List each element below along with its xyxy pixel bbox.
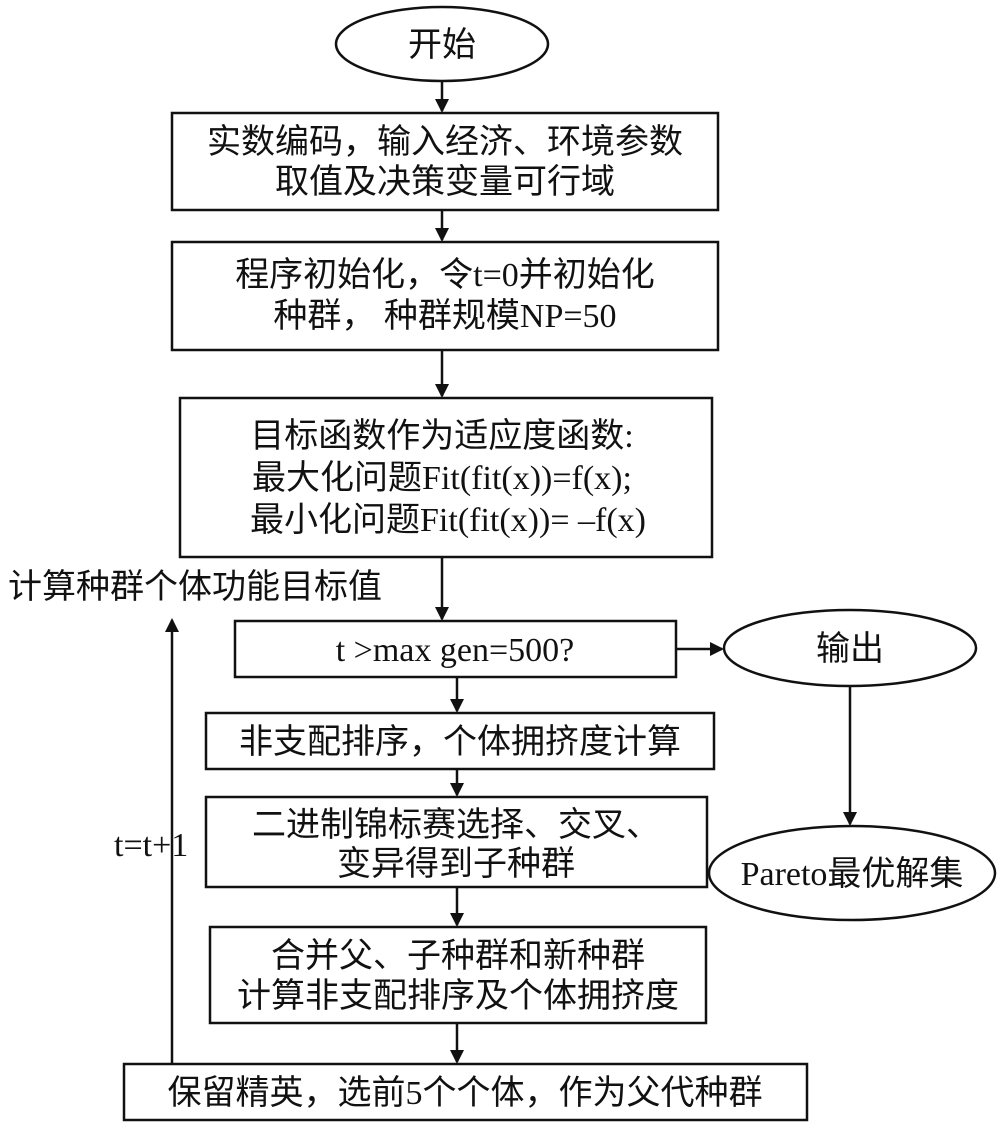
sort-label: 非支配排序，个体拥挤度计算	[239, 723, 681, 761]
init-label-line1: 程序初始化，令t=0并初始化	[235, 256, 655, 294]
objective-label-line3: 最小化问题Fit(fit(x))= –f(x)	[250, 501, 646, 539]
select-label-line2: 变异得到子种群	[337, 845, 575, 883]
start-label: 开始	[408, 26, 476, 64]
elite-label: 保留精英，选前5个个体，作为父代种群	[168, 1074, 763, 1112]
objective-label-line2: 最大化问题Fit(fit(x))=f(x);	[252, 459, 632, 497]
loop-increment-label: t=t+1	[114, 827, 188, 864]
decision-node	[233, 619, 678, 679]
encode-label-line2: 取值及决策变量可行域	[275, 163, 615, 201]
calc-objective-label: 计算种群个体功能目标值	[8, 568, 382, 606]
output-label: 输出	[816, 630, 884, 668]
select-node	[204, 795, 709, 889]
init-node	[170, 240, 720, 352]
elite-node	[122, 1062, 809, 1122]
encode-label-line1: 实数编码，输入经济、环境参数	[207, 123, 683, 161]
decision-label: t >max gen=500?	[336, 632, 575, 669]
init-label-line2: 种群， 种群规模NP=50	[273, 297, 616, 335]
merge-node	[208, 925, 708, 1025]
objective-node	[178, 396, 714, 559]
pareto-label: Pareto最优解集	[741, 855, 964, 893]
objective-label-line1: 目标函数作为适应度函数:	[250, 417, 633, 455]
select-label-line1: 二进制锦标赛选择、交叉、	[252, 806, 660, 844]
pareto-node	[707, 824, 997, 922]
merge-label-line1: 合并父、子种群和新种群	[271, 937, 645, 975]
sort-node	[204, 711, 716, 771]
encode-node	[170, 111, 720, 212]
merge-label-line2: 计算非支配排序及个体拥挤度	[237, 977, 679, 1015]
